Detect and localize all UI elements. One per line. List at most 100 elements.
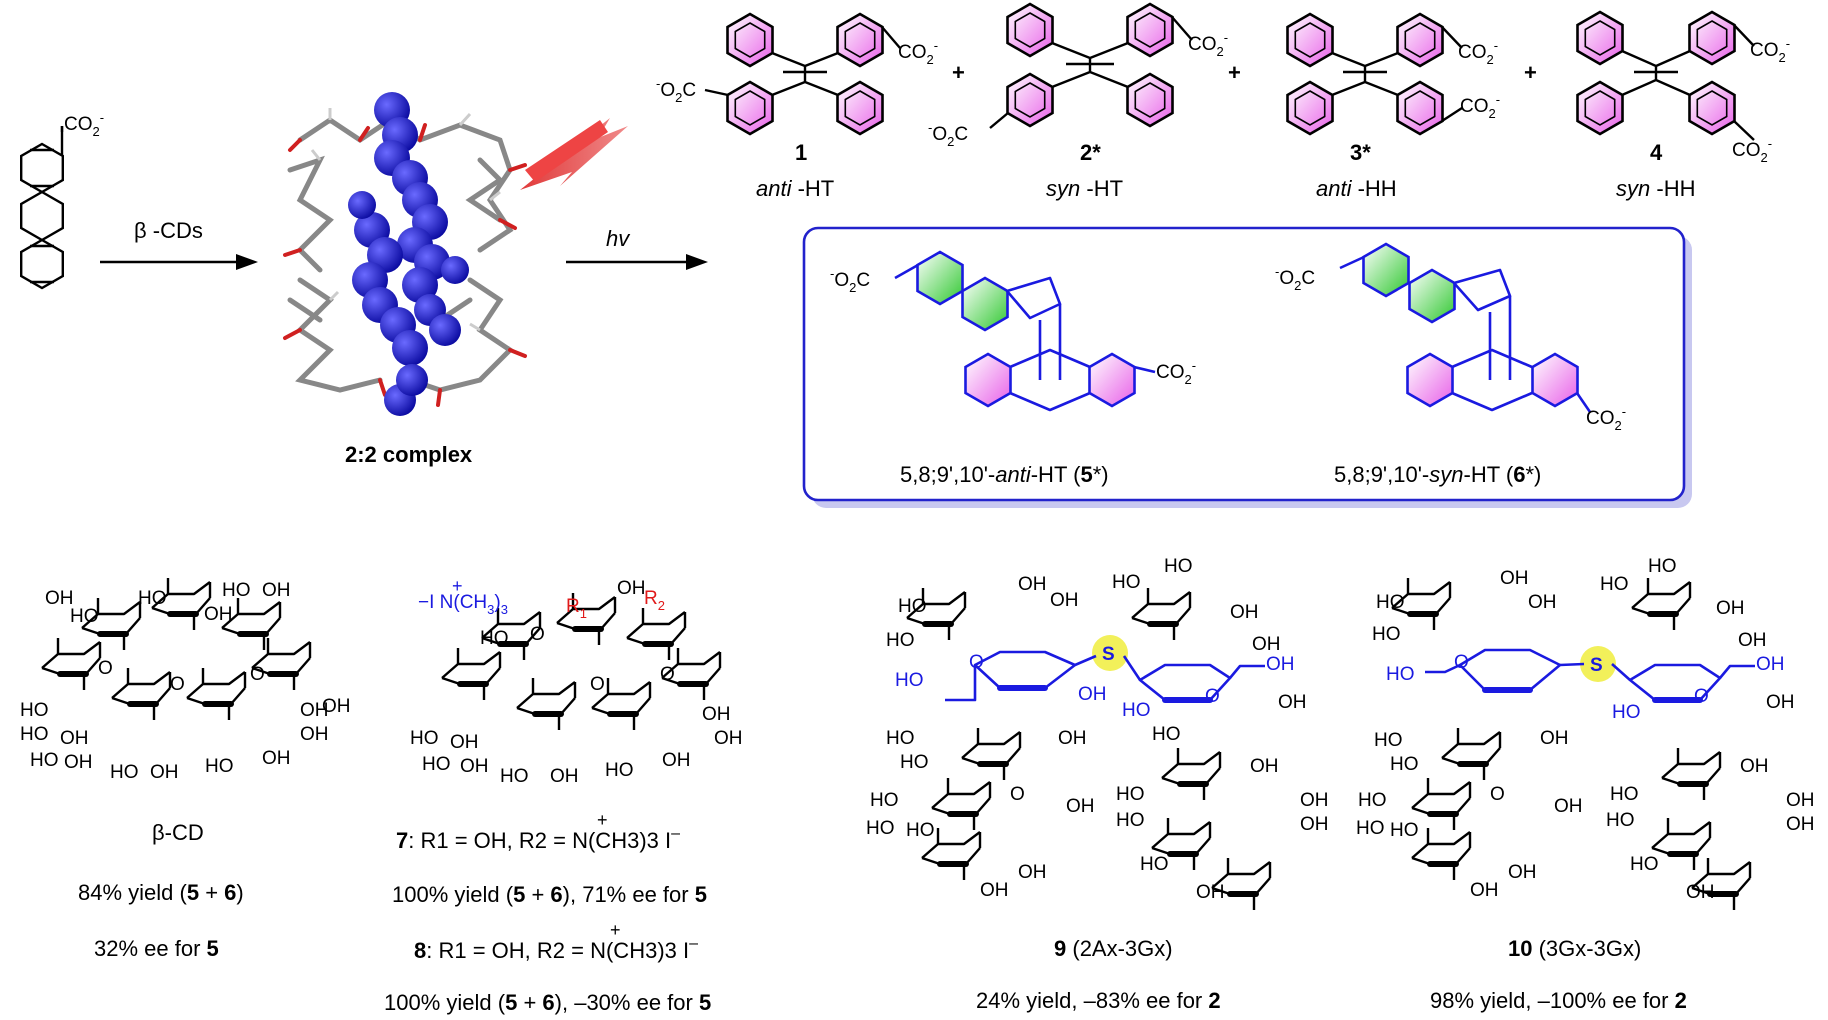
product-1-sub: anti -HT — [756, 176, 834, 201]
product-6-label: 5,8;9',10'-syn-HT (6*) — [1334, 462, 1541, 487]
svg-text:HO: HO — [886, 630, 915, 651]
svg-text:O: O — [969, 652, 984, 673]
svg-text:OH: OH — [64, 752, 93, 773]
beta-cd-name: β-CD — [152, 820, 204, 845]
svg-text:HO: HO — [906, 820, 935, 841]
svg-text:HO: HO — [1164, 556, 1193, 577]
svg-text:HO: HO — [1356, 818, 1385, 839]
svg-text:HO: HO — [895, 670, 924, 691]
svg-text:CO2-: CO2- — [1458, 38, 1498, 67]
svg-text:OH: OH — [1554, 796, 1583, 817]
product-2-sub: syn -HT — [1046, 176, 1123, 201]
svg-text:-O2C: -O2C — [1275, 264, 1315, 293]
product-4-sub: syn -HH — [1616, 176, 1695, 201]
svg-text:OH: OH — [1786, 814, 1815, 835]
svg-text:OH: OH — [1470, 880, 1499, 901]
svg-text:OH: OH — [262, 580, 291, 601]
svg-text:+: + — [452, 576, 463, 596]
svg-text:-O2C: -O2C — [830, 266, 870, 295]
cd-7-definition: 7: R1 = OH, R2 = N(CH3)3 I– — [396, 825, 680, 853]
svg-text:CO2-: CO2- — [1732, 136, 1772, 165]
complex-model: 2:2 complex — [283, 92, 628, 467]
product-1-number: 1 — [795, 140, 807, 165]
svg-text:HO: HO — [1648, 556, 1677, 577]
svg-text:HO: HO — [1612, 702, 1641, 723]
cd-10-sulfur: S — [1590, 655, 1603, 676]
svg-text:O: O — [1205, 686, 1220, 707]
cd-10-name: 10 (3Gx-3Gx) — [1508, 936, 1641, 961]
svg-text:OH: OH — [1266, 654, 1295, 675]
svg-text:HO: HO — [500, 766, 529, 787]
cd-7-plus: + — [597, 810, 608, 830]
plus-2: + — [1228, 60, 1241, 85]
cd-9-name: 9 (2Ax-3Gx) — [1054, 936, 1173, 961]
beta-cd-yield: 84% yield (5 + 6) — [78, 880, 244, 905]
arrow-1: β -CDs — [100, 218, 258, 270]
svg-text:HO: HO — [138, 588, 167, 609]
svg-text:OH: OH — [322, 696, 351, 717]
svg-text:OH: OH — [1230, 602, 1259, 623]
svg-text:CO2-: CO2- — [1188, 30, 1228, 59]
cd-9-sulfur: S — [1102, 644, 1115, 665]
svg-text:HO: HO — [1140, 854, 1169, 875]
svg-text:OH: OH — [150, 762, 179, 783]
svg-text:OH: OH — [450, 732, 479, 753]
svg-text:HO: HO — [1630, 854, 1659, 875]
arrow-2: hv — [566, 226, 708, 270]
product-2-number: 2* — [1080, 140, 1101, 165]
svg-text:OH: OH — [1278, 692, 1307, 713]
cd-8-definition: 8: R1 = OH, R2 = N(CH3)3 I– — [414, 935, 698, 963]
svg-text:OH: OH — [300, 700, 329, 721]
svg-text:HO: HO — [110, 762, 139, 783]
svg-text:HO: HO — [1112, 572, 1141, 593]
svg-text:OH: OH — [60, 728, 89, 749]
svg-text:O: O — [660, 664, 675, 685]
svg-text:OH: OH — [1686, 882, 1715, 903]
svg-text:OH: OH — [1196, 882, 1225, 903]
svg-text:O: O — [590, 674, 605, 695]
svg-text:OH: OH — [1766, 692, 1795, 713]
product-4-number: 4 — [1650, 140, 1663, 165]
svg-text:OH: OH — [662, 750, 691, 771]
svg-text:OH: OH — [1050, 590, 1079, 611]
svg-text:HO: HO — [422, 754, 451, 775]
svg-text:O: O — [1454, 652, 1469, 673]
product-4-structure: CO2- CO2- — [1576, 10, 1790, 165]
svg-text:HO: HO — [1376, 592, 1405, 613]
svg-text:OH: OH — [1018, 574, 1047, 595]
complex-label: 2:2 complex — [345, 442, 473, 467]
svg-text:−I N(CH3)3: −I N(CH3)3 — [418, 592, 508, 617]
svg-text:CO2-: CO2- — [1460, 92, 1500, 121]
svg-text:HO: HO — [1358, 790, 1387, 811]
svg-text:HO: HO — [1122, 700, 1151, 721]
product-5-label: 5,8;9',10'-anti-HT (5*) — [900, 462, 1109, 487]
svg-text:HO: HO — [1606, 810, 1635, 831]
product-2-structure: CO2- -O2C — [928, 2, 1228, 149]
beta-cd-ee: 32% ee for 5 — [94, 936, 219, 961]
svg-text:OH: OH — [45, 588, 74, 609]
svg-text:OH: OH — [1300, 790, 1329, 811]
svg-text:HO: HO — [1390, 820, 1419, 841]
svg-text:HO: HO — [1116, 810, 1145, 831]
arrow-1-label: β -CDs — [134, 218, 203, 243]
svg-text:CO2-: CO2- — [898, 38, 938, 67]
svg-text:HO: HO — [30, 750, 59, 771]
svg-text:OH: OH — [1078, 684, 1107, 705]
product-1-structure: CO2- -O2C — [656, 12, 938, 136]
svg-text:HO: HO — [20, 724, 49, 745]
svg-text:OH: OH — [1740, 756, 1769, 777]
cd-10-yield: 98% yield, –100% ee for 2 — [1430, 988, 1687, 1013]
svg-text:O: O — [1010, 784, 1025, 805]
svg-text:OH: OH — [1252, 634, 1281, 655]
plus-3: + — [1524, 60, 1537, 85]
svg-text:O: O — [530, 624, 545, 645]
svg-text:OH: OH — [1250, 756, 1279, 777]
svg-text:OH: OH — [1500, 568, 1529, 589]
product-3-structure: CO2- CO2- — [1286, 12, 1500, 136]
svg-text:R1: R1 — [566, 596, 587, 621]
svg-text:OH: OH — [1738, 630, 1767, 651]
svg-text:OH: OH — [204, 604, 233, 625]
svg-text:O: O — [250, 664, 265, 685]
svg-text:OH: OH — [714, 728, 743, 749]
